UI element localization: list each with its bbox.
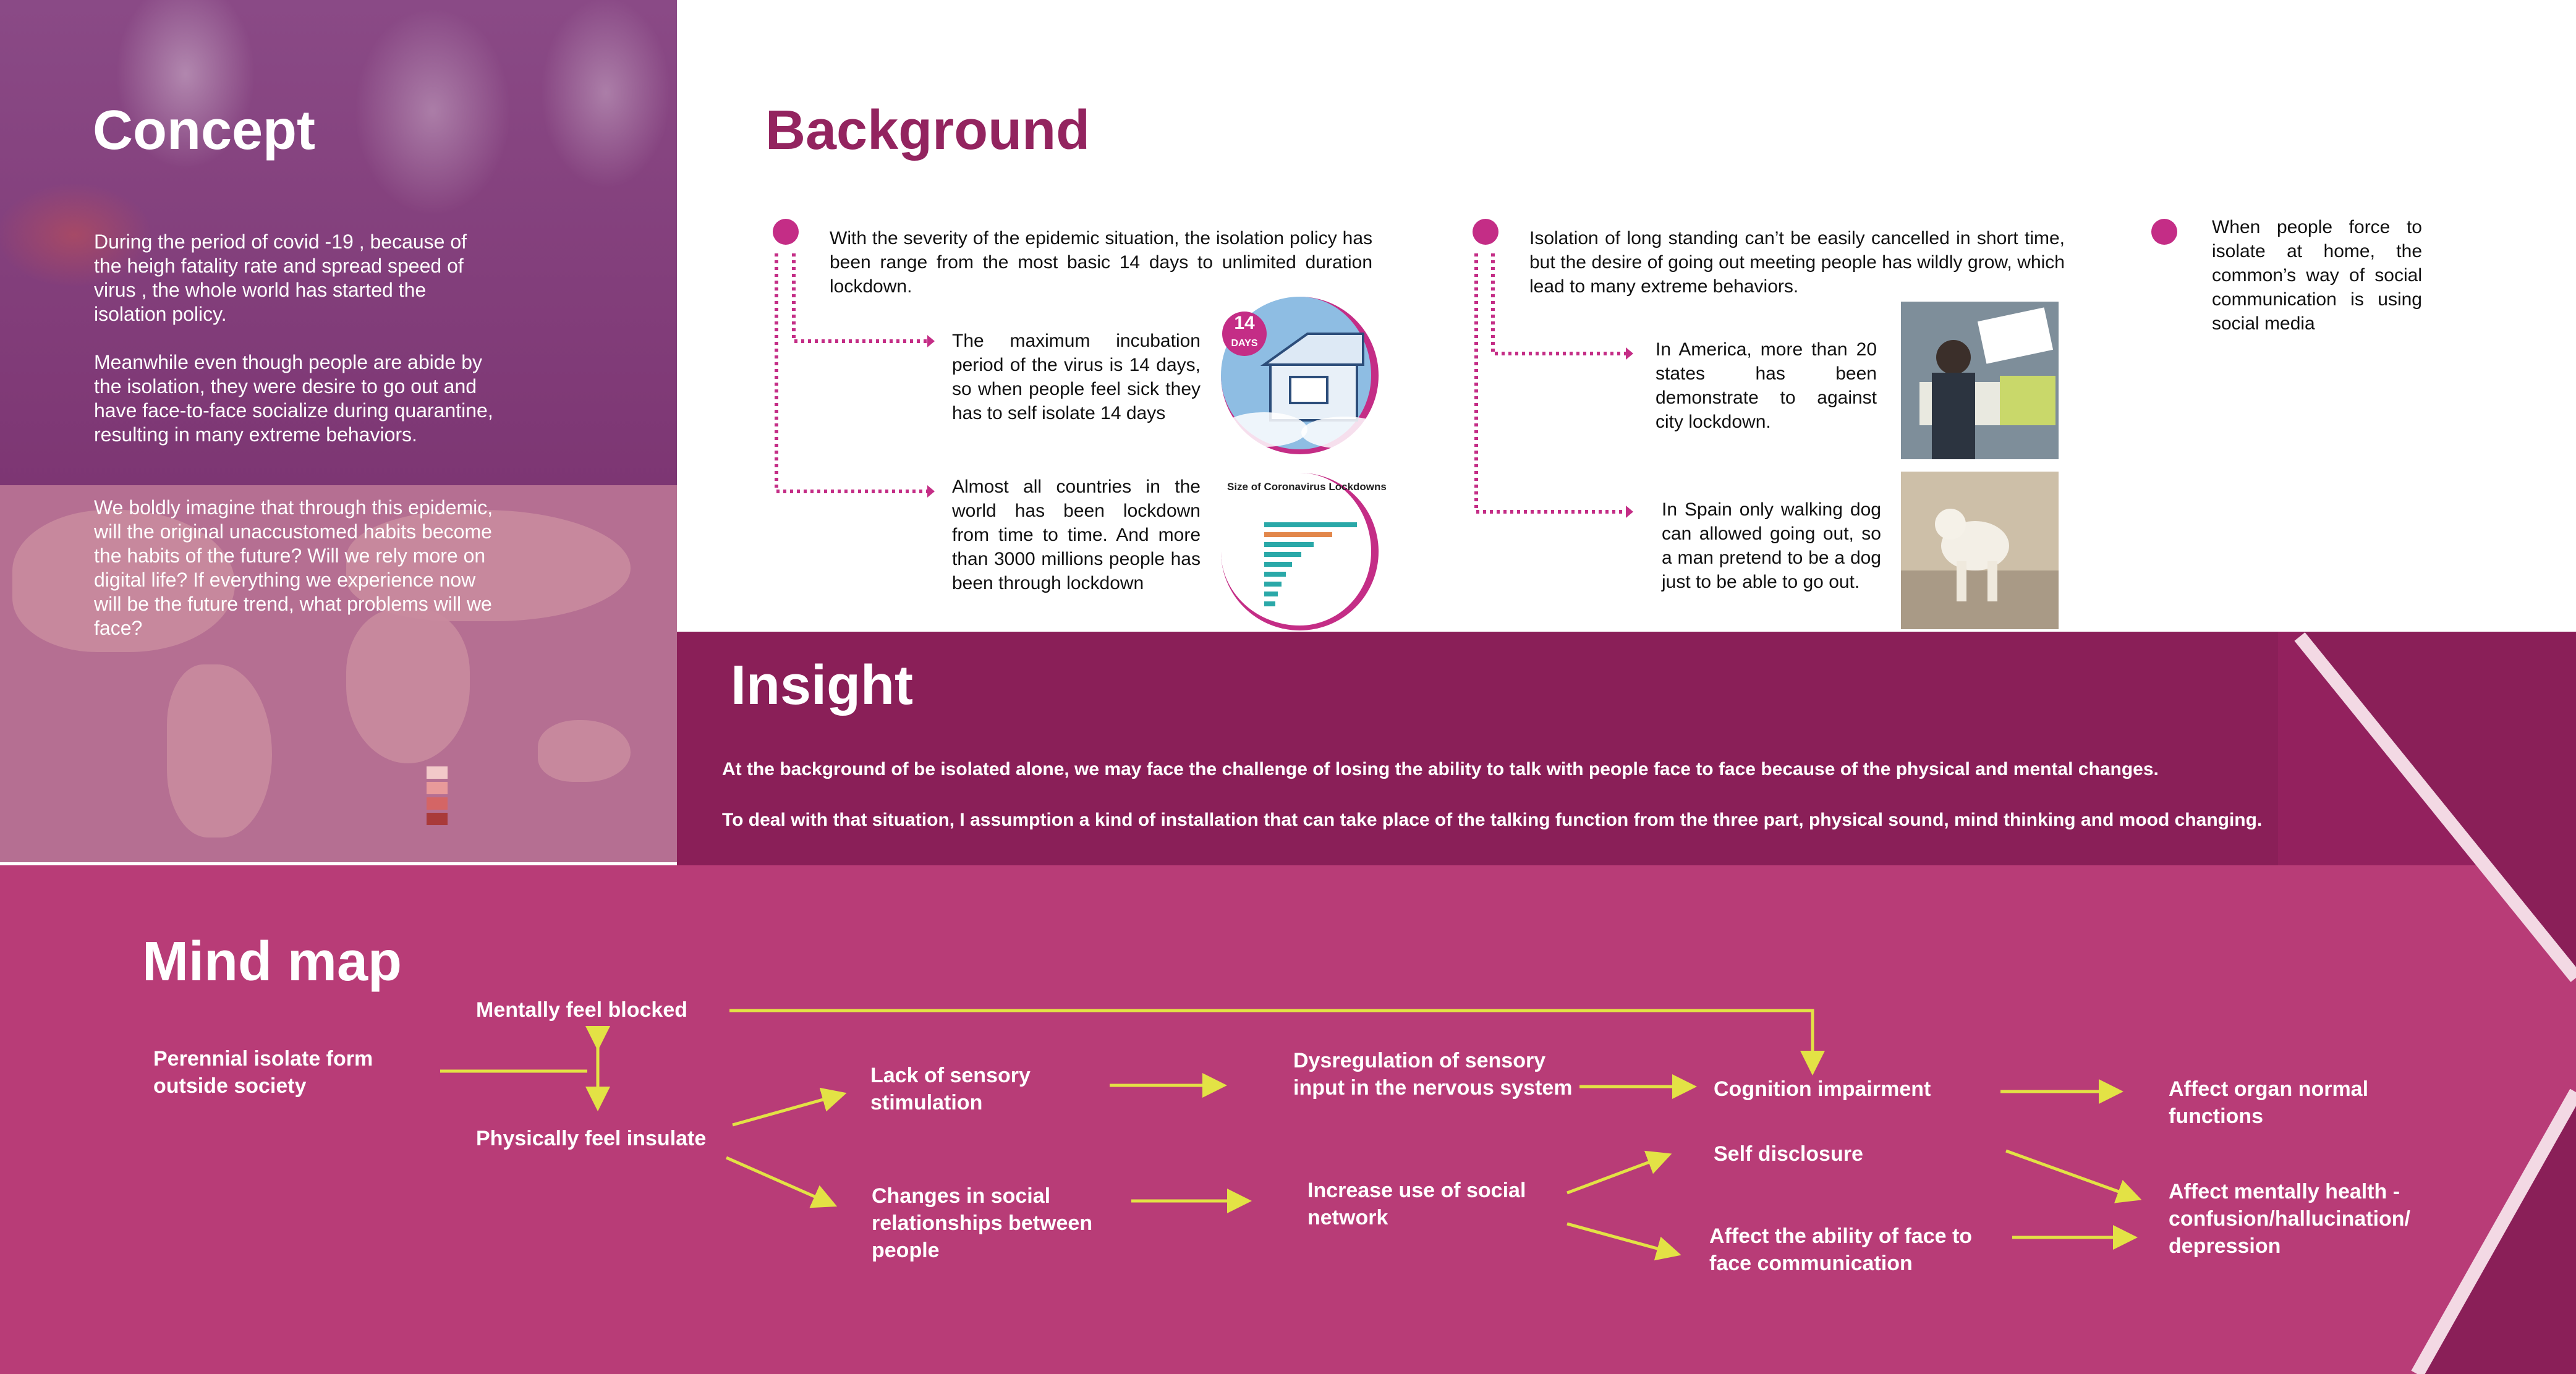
days-badge bbox=[1222, 312, 1267, 356]
concept-panel: Concept During the period of covid -19 ,… bbox=[0, 0, 677, 862]
background-col2-sub1: In America, more than 20 states has been… bbox=[1656, 339, 1877, 432]
map-legend-swatch bbox=[427, 813, 448, 825]
node-mentally-blocked: Mentally feel blocked bbox=[476, 998, 687, 1022]
connector-arrowhead bbox=[1626, 506, 1633, 518]
bullet-dot bbox=[1473, 219, 1498, 245]
map-australia bbox=[538, 720, 631, 782]
node-lack-sensory: Lack of sensory stimulation bbox=[870, 1064, 1031, 1114]
concept-title: Concept bbox=[93, 100, 315, 161]
map-legend-swatch bbox=[427, 782, 448, 794]
insight-line-1: At the background of be isolated alone, … bbox=[722, 759, 2159, 779]
background-col2-sub2: In Spain only walking dog can allowed go… bbox=[1662, 499, 1881, 592]
world-map-image bbox=[0, 485, 677, 862]
house-14-days-illustration: 14 DAYS bbox=[1221, 297, 1388, 454]
background-connectors bbox=[775, 253, 1633, 518]
arrow-block-cognition bbox=[729, 1009, 1825, 1075]
map-legend-swatch bbox=[427, 797, 448, 810]
concept-paragraph-2: Meanwhile even though people are abide b… bbox=[94, 351, 493, 446]
connector-arrowhead bbox=[927, 335, 935, 347]
connector-line bbox=[775, 253, 927, 493]
background-col2-main: Isolation of long standing can’t be easi… bbox=[1529, 228, 2065, 297]
node-organ-functions: Affect organ normal functions bbox=[2169, 1077, 2369, 1128]
thumbnail-caption: Size of Coronavirus Lockdowns bbox=[1227, 481, 1387, 493]
connector-line bbox=[1474, 253, 1626, 514]
insight-panel bbox=[677, 632, 2278, 865]
arrow-disclosure-mental bbox=[2005, 1149, 2142, 1203]
background-col1-sub1: The maximum incubation period of the vir… bbox=[952, 331, 1201, 423]
map-north-america bbox=[12, 510, 235, 652]
node-face-ability: Affect the ability of face to face commu… bbox=[1709, 1224, 1973, 1275]
connector-arrowhead bbox=[1626, 347, 1633, 360]
arrow-to-social-change bbox=[725, 1156, 838, 1208]
concept-paragraph-3: We boldly imagine that through this epid… bbox=[94, 496, 493, 639]
node-self-disclosure: Self disclosure bbox=[1714, 1142, 1863, 1166]
stripe-line-upper bbox=[2294, 632, 2576, 982]
map-south-america bbox=[167, 664, 272, 838]
mindmap-arrows bbox=[440, 1009, 2142, 1261]
node-dysregulation: Dysregulation of sensory input in the ne… bbox=[1293, 1049, 1573, 1100]
node-social-network: Increase use of social network bbox=[1307, 1179, 1526, 1229]
connector-arrowhead bbox=[927, 485, 935, 498]
decorative-diagonal-stripes bbox=[2294, 632, 2576, 1374]
mindmap-title: Mind map bbox=[142, 931, 402, 993]
mindmap-band bbox=[0, 865, 2576, 1374]
background-col3-main: When people force to isolate at home, th… bbox=[2212, 217, 2422, 334]
concept-paragraph-1: During the period of covid -19 , because… bbox=[94, 231, 467, 325]
node-perennial-isolate: Perennial isolate form outside society bbox=[153, 1047, 373, 1098]
node-physically-insulate: Physically feel insulate bbox=[476, 1127, 707, 1150]
map-legend-swatch bbox=[427, 766, 448, 779]
map-africa bbox=[346, 609, 470, 763]
arrow-to-sensory bbox=[732, 1087, 847, 1127]
bullet-dot bbox=[773, 219, 799, 245]
node-cognition-impairment: Cognition impairment bbox=[1714, 1077, 1931, 1101]
arrow-to-self-disclosure bbox=[1566, 1150, 1672, 1195]
insight-title: Insight bbox=[731, 655, 913, 716]
arrow-to-face-ability bbox=[1566, 1222, 1681, 1261]
connector-line bbox=[792, 253, 927, 343]
medical-workers-photo bbox=[0, 0, 677, 485]
node-mental-health: Affect mentally health - confusion/hallu… bbox=[2169, 1180, 2410, 1258]
node-social-changes: Changes in social relationships between … bbox=[872, 1184, 1093, 1262]
map-eurasia bbox=[346, 510, 631, 621]
background-title: Background bbox=[765, 100, 1090, 161]
stripe-line-lower bbox=[2411, 1088, 2576, 1374]
lockdown-chart-thumbnail: Size of Coronavirus Lockdowns bbox=[1221, 473, 1387, 630]
bullet-dot bbox=[2151, 219, 2177, 245]
insight-line-2: To deal with that situation, I assumptio… bbox=[722, 810, 2263, 830]
badge-number: 14 bbox=[1234, 313, 1255, 333]
man-dog-costume-photo bbox=[1901, 472, 2059, 629]
background-col1-main: With the severity of the epidemic situat… bbox=[830, 228, 1372, 297]
badge-label: DAYS bbox=[1231, 338, 1258, 349]
background-col1-sub2: Almost all countries in the world has be… bbox=[952, 477, 1201, 593]
protest-photo bbox=[1901, 302, 2059, 459]
